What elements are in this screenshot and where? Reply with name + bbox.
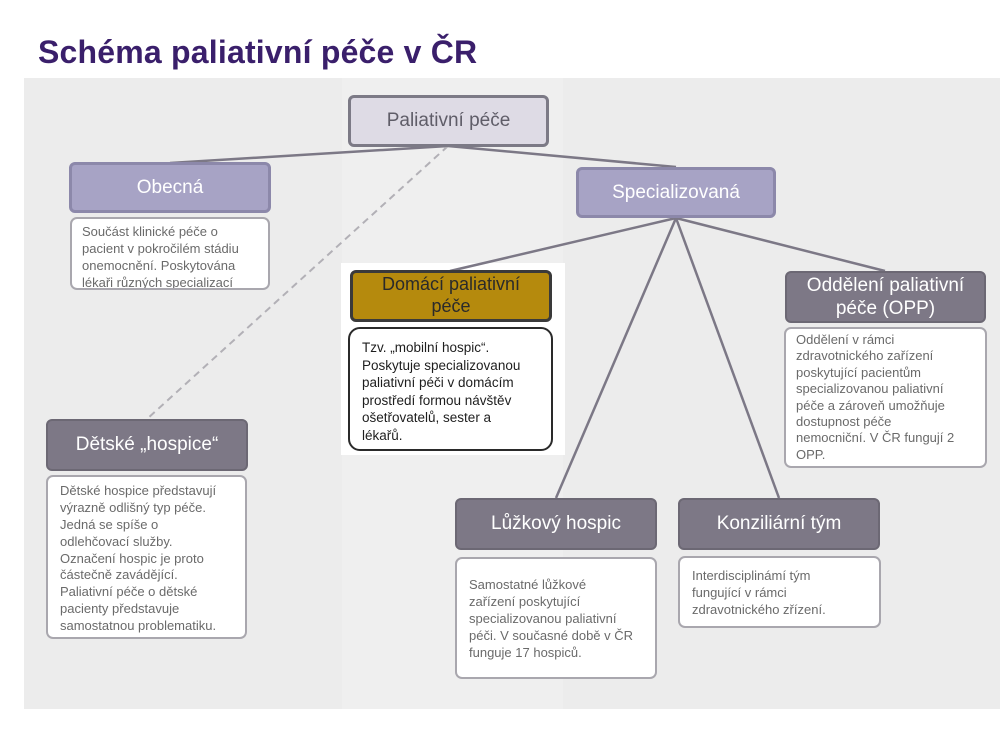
node-general-label: Obecná [136,176,204,198]
connector-spec-inpatient [554,217,678,499]
node-consult-team: Konziliární tým [678,498,880,550]
desc-general: Součást klinické péče o pacient v pokroč… [70,217,270,290]
node-inpatient-hospice-label: Lůžkový hospic [491,513,621,535]
desc-home-palliative-care: Tzv. „mobilní hospic“. Poskytuje special… [348,327,553,451]
node-home-palliative-care: Domácí paliativní péče [350,270,552,322]
node-children-hospice-label: Dětské „hospice“ [75,434,219,456]
node-palliative-ward-label: Oddělení paliativní péče (OPP) [806,274,965,319]
node-consult-team-label: Konziliární tým [716,513,842,535]
node-palliative-ward: Oddělení paliativní péče (OPP) [785,271,986,323]
desc-palliative-ward: Oddělení v rámci zdravotnického zařízení… [784,327,987,468]
connector-root-general [169,144,449,165]
node-specialized-label: Specializovaná [612,181,740,203]
connector-root-children-dashed [146,145,449,420]
node-palliative-care: Paliativní péče [348,95,549,147]
page-title: Schéma paliativní péče v ČR [38,34,478,70]
desc-inpatient-hospice: Samostatné lůžkové zařízení poskytující … [455,557,657,679]
desc-children-hospice: Dětské hospice představují výrazně odliš… [46,475,247,639]
connector-root-specialized [447,144,677,169]
node-general: Obecná [69,162,271,213]
desc-consult-team: Interdisciplinámí tým fungující v rámci … [678,556,881,628]
node-palliative-care-label: Paliativní péče [386,110,511,132]
node-inpatient-hospice: Lůžkový hospic [455,498,657,550]
connector-spec-home [449,216,677,273]
node-home-palliative-care-label: Domácí paliativní péče [381,274,521,316]
node-children-hospice: Dětské „hospice“ [46,419,248,471]
connector-spec-consult [674,217,781,499]
connector-spec-ward [675,216,886,273]
node-specialized: Specializovaná [576,167,776,218]
